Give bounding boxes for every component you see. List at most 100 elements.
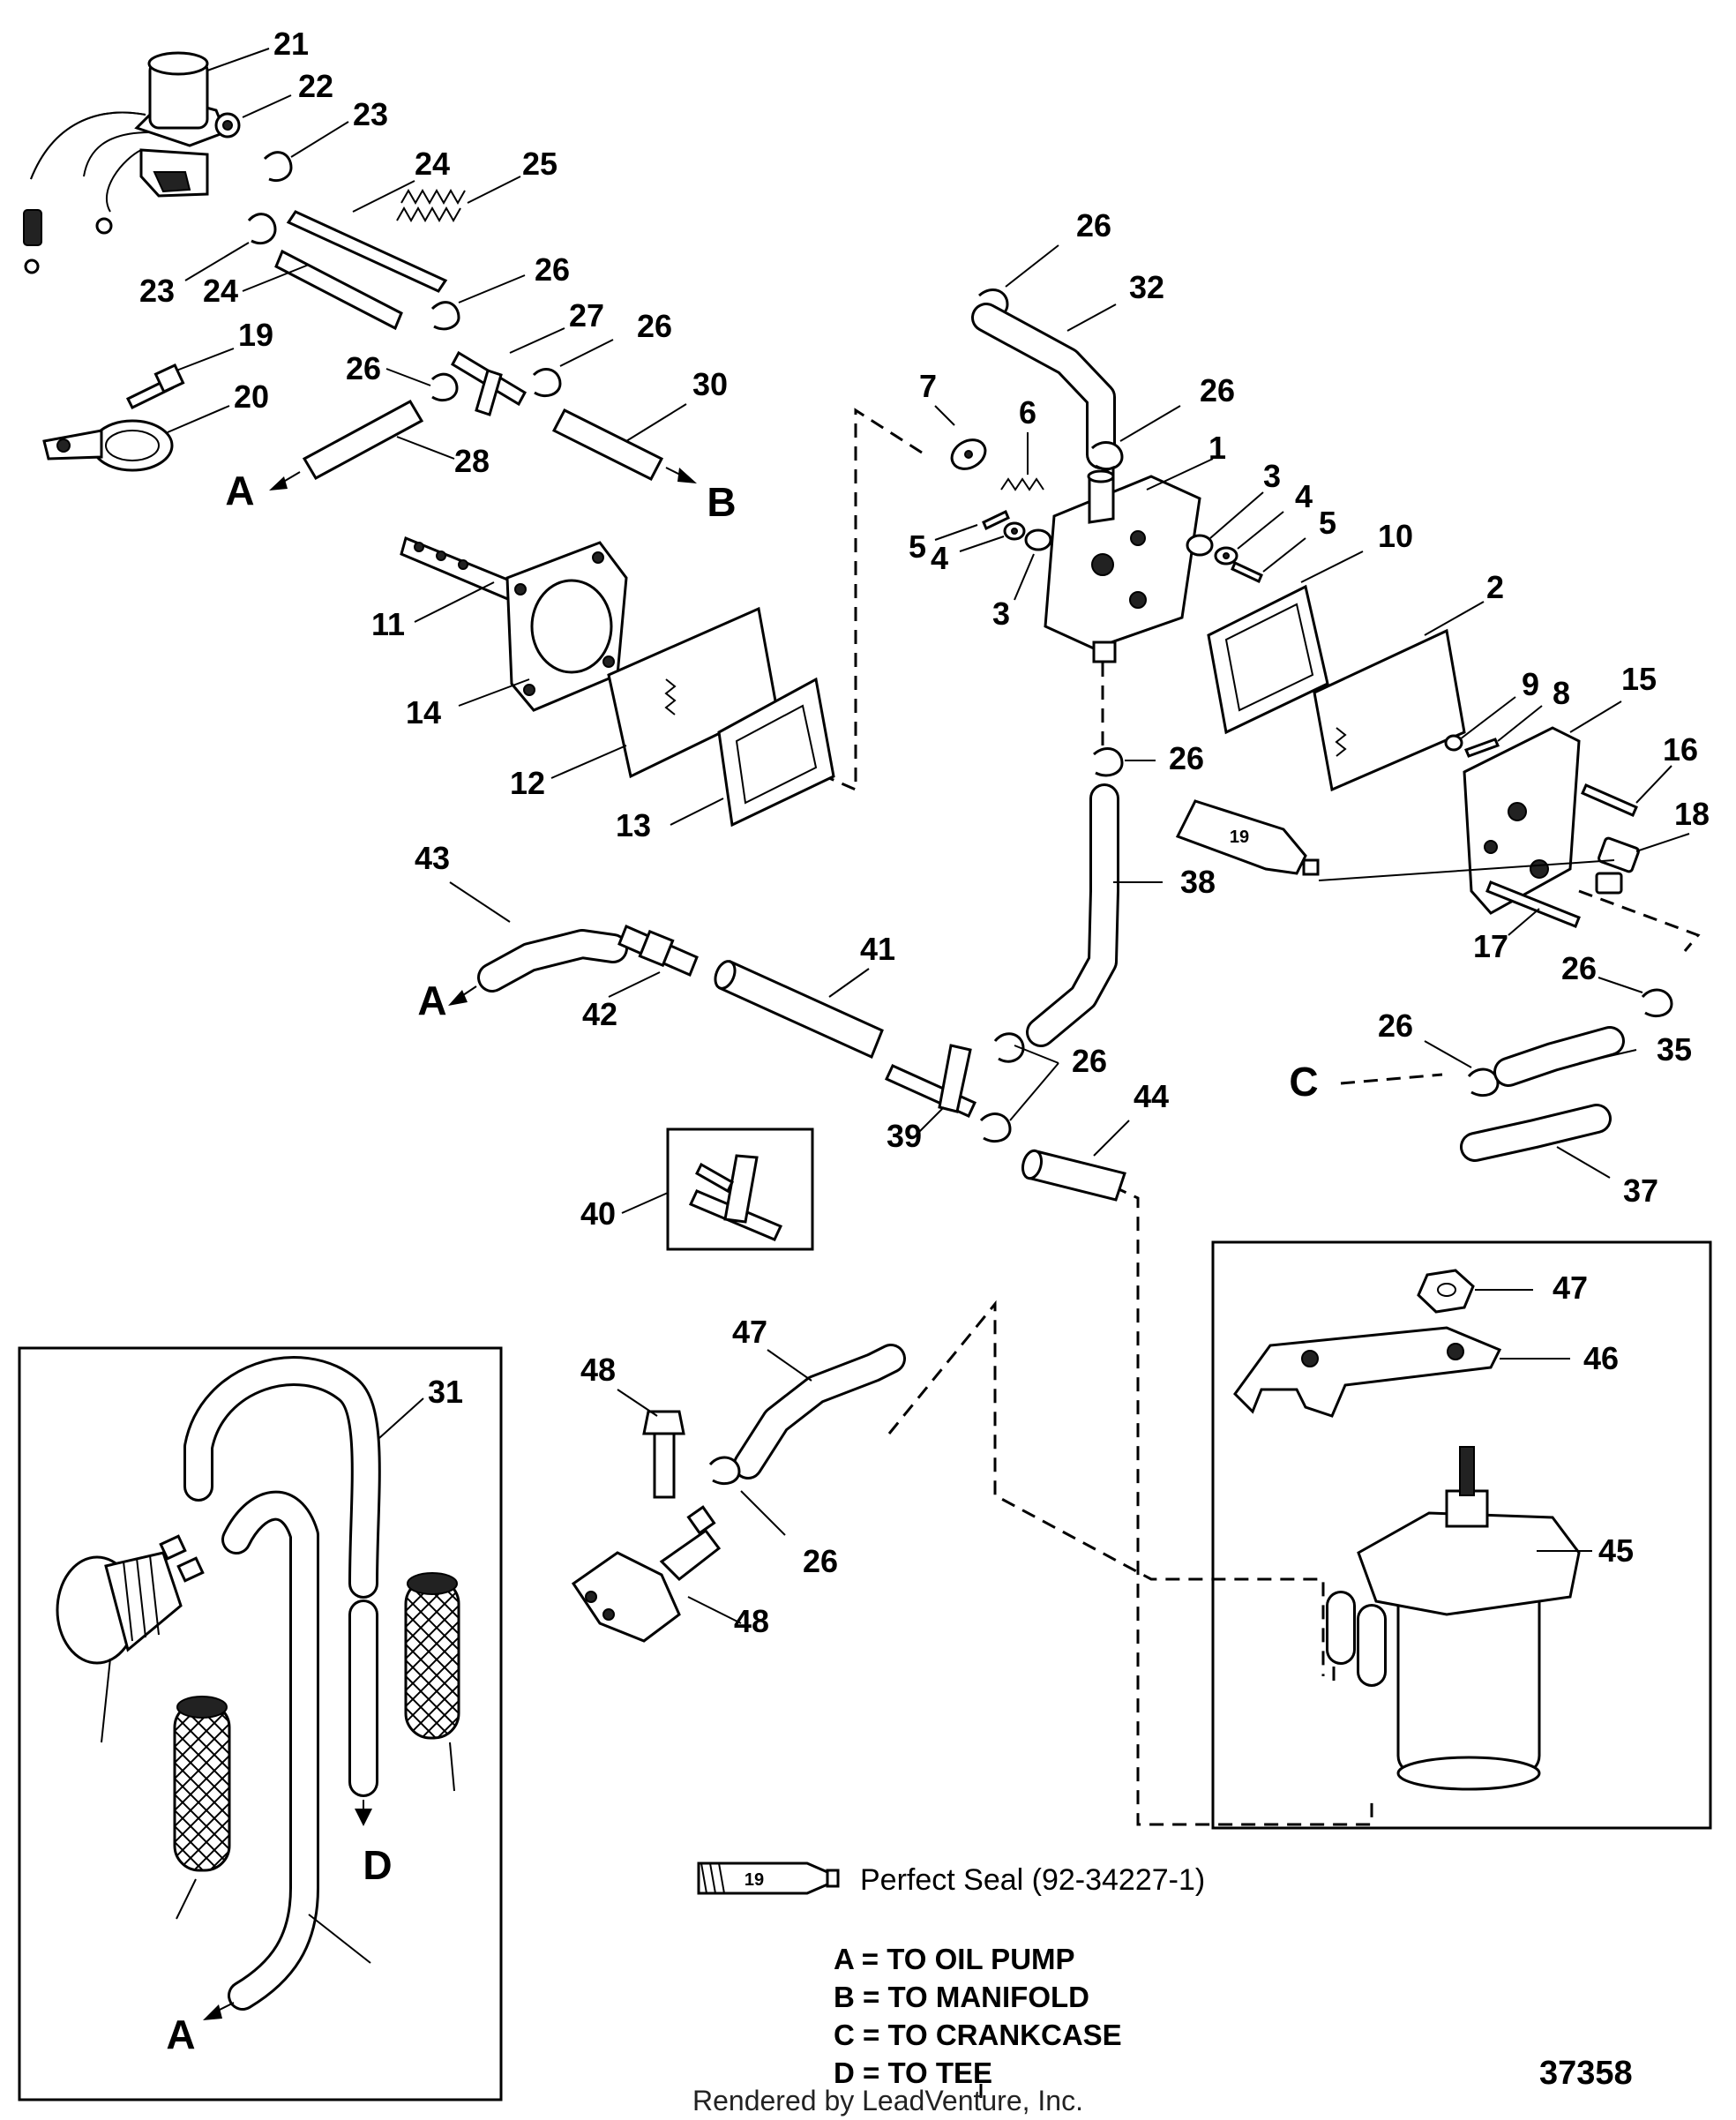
leader-16 — [1635, 765, 1672, 804]
leader-23a — [290, 121, 349, 158]
callout-43: 47 — [732, 1314, 767, 1350]
callout-33: 38 — [1180, 864, 1216, 900]
part-28-hose — [302, 399, 424, 481]
leader-1 — [1146, 458, 1214, 491]
legend-keys: A = TO OIL PUMP B = TO MANIFOLD C = TO C… — [834, 1943, 1122, 2089]
callout-26-30b: 26 — [1561, 950, 1597, 986]
part-26-clamp-34 — [979, 1112, 1012, 1143]
callout-38: 43 — [415, 840, 450, 876]
leader-22 — [242, 94, 292, 118]
arrow-letter-c: C — [1289, 1059, 1318, 1105]
part-20-clamp — [42, 419, 174, 472]
part-48-screen-left — [173, 1696, 231, 1872]
callout-4l: 4 — [931, 540, 948, 576]
legend-key-c: C = TO CRANKCASE — [834, 2019, 1122, 2051]
leader-3r — [1209, 491, 1264, 539]
leader-2 — [1424, 601, 1485, 636]
leader-32 — [1556, 1146, 1611, 1179]
leader-44 — [687, 1596, 742, 1624]
part-37-fitting — [617, 925, 699, 977]
leader-5r — [1262, 537, 1306, 573]
leader-35 — [621, 1192, 669, 1214]
arrow-b1-head — [677, 468, 697, 483]
callout-4r: 4 — [1295, 478, 1313, 514]
callout-26-h31a: 26 — [1076, 207, 1111, 243]
arrow-letter-a-top: A — [225, 468, 254, 513]
leader-11 — [414, 581, 495, 623]
callout-28: 28 — [454, 443, 490, 479]
arrow-letter-b-top: B — [707, 479, 736, 525]
leader-34 — [917, 1106, 945, 1135]
leader-28 — [396, 436, 455, 460]
legend-sealant-text: Perfect Seal (92-34227-1) — [860, 1863, 1205, 1897]
callout-11: 11 — [371, 606, 405, 642]
part-23-clamp-a — [263, 151, 293, 182]
part-34-tee — [884, 1044, 977, 1118]
part-26-clamp-30a — [1467, 1067, 1500, 1097]
callout-13: 13 — [616, 807, 651, 843]
part-26-clamp-30b — [1641, 988, 1673, 1018]
part-41-bracket — [1233, 1326, 1502, 1418]
callout-21: 21 — [273, 26, 309, 62]
leader-26-30a — [1424, 1040, 1472, 1068]
callout-17: 17 — [1473, 928, 1508, 964]
leader-18 — [1635, 833, 1690, 852]
leader-8 — [1497, 705, 1543, 742]
part-25-spring — [396, 188, 466, 223]
callout-32: 37 — [1623, 1172, 1658, 1209]
part-3-diaphragm-l — [1024, 528, 1052, 551]
callout-41: 46 — [1583, 1340, 1619, 1376]
callout-26-t1: 26 — [535, 251, 570, 288]
leader-26-43 — [740, 1490, 786, 1536]
callout-26-30a: 26 — [1378, 1008, 1413, 1044]
leader-29 — [625, 403, 687, 442]
part-9-washer — [1444, 734, 1463, 752]
callout-2: 2 — [1486, 569, 1504, 605]
callout-35: 40 — [580, 1195, 616, 1232]
part-18-elbow — [1595, 836, 1640, 895]
part-10-gasket — [1207, 584, 1329, 735]
leader-26-h31a — [1005, 244, 1059, 288]
callout-18: 18 — [1674, 796, 1710, 832]
callout-26-33top: 26 — [1169, 740, 1204, 776]
part-23-clamp-b — [247, 213, 277, 245]
callout-40: 45 — [1598, 1532, 1634, 1569]
callout-34: 39 — [887, 1118, 922, 1154]
callout-8: 8 — [1553, 675, 1570, 711]
part-4-washer-l — [1003, 521, 1026, 541]
callout-42: 47 — [1553, 1270, 1588, 1306]
leader-30 — [1578, 1049, 1637, 1064]
leader-31 — [1066, 303, 1117, 332]
part-2-gasket — [1313, 628, 1466, 792]
callout-5r: 5 — [1319, 505, 1336, 541]
arrow-a3-head — [203, 2004, 222, 2020]
callout-23a: 23 — [353, 96, 388, 132]
sealant-tube-label: 19 — [1230, 828, 1249, 847]
route-line-39 — [1112, 1185, 1373, 1826]
part-19-sealant-tube: 19 — [1175, 799, 1320, 876]
leader-24a — [352, 180, 415, 213]
leader-4l — [959, 536, 1005, 552]
leader-21 — [206, 48, 270, 71]
leader-39 — [1093, 1120, 1130, 1157]
part-46-filter-bulb — [56, 1534, 205, 1665]
arrow-a2-head — [448, 990, 468, 1006]
part-36-hose — [714, 959, 884, 1060]
callout-27: 27 — [569, 297, 604, 333]
callout-24a: 24 — [415, 146, 450, 182]
leader-26-34b — [1009, 1062, 1059, 1121]
leader-4r — [1237, 511, 1284, 550]
callout-9: 9 — [1522, 666, 1539, 702]
part-40-fuel-filter — [1326, 1446, 1581, 1791]
callout-29: 30 — [692, 366, 728, 402]
route-line-43 — [887, 1300, 1325, 1676]
part-26-clamp-43 — [708, 1456, 741, 1486]
callout-36: 41 — [860, 931, 895, 967]
callout-39: 44 — [1134, 1078, 1169, 1114]
leader-45 — [617, 1389, 658, 1417]
leader-27 — [509, 327, 565, 354]
leader-38 — [449, 881, 511, 923]
part-8-screw — [1463, 738, 1500, 758]
